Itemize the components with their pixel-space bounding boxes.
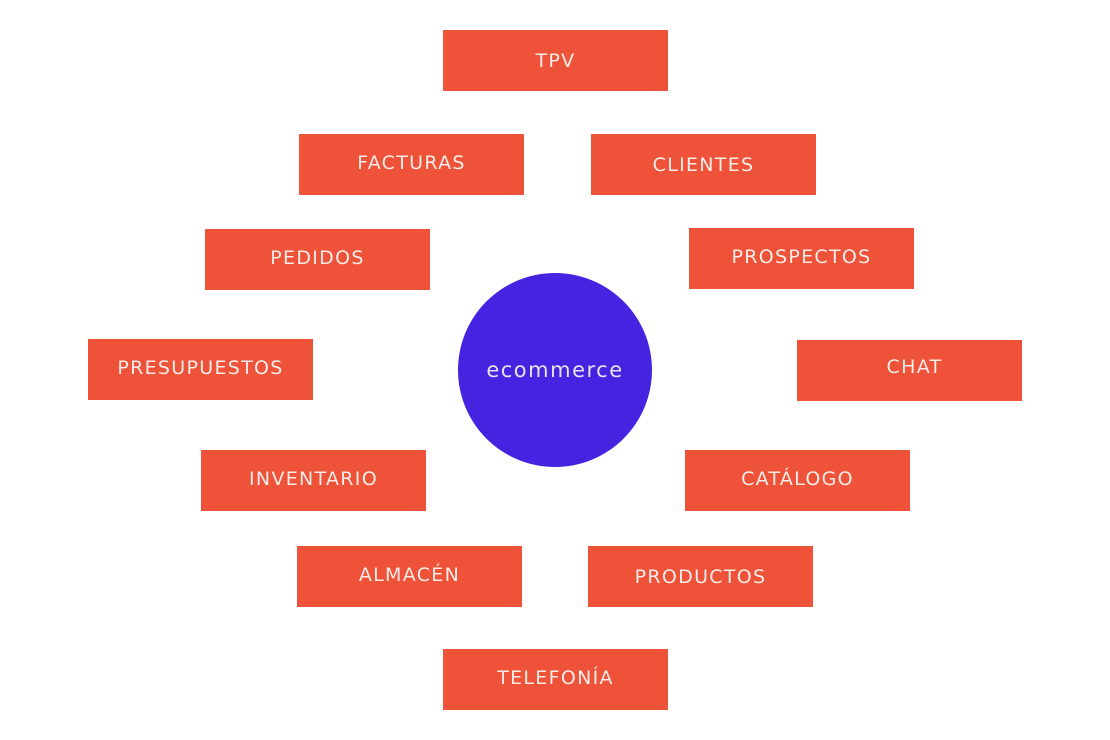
module-pedidos: PEDIDOS bbox=[205, 229, 430, 290]
hub-label: ecommerce bbox=[486, 358, 624, 382]
module-inventario: INVENTARIO bbox=[201, 450, 426, 511]
ecommerce-hub: ecommerce bbox=[458, 273, 652, 467]
module-prospectos: PROSPECTOS bbox=[689, 228, 914, 289]
module-telefonia: TELEFONÍA bbox=[443, 649, 668, 710]
module-almacen: ALMACÉN bbox=[297, 546, 522, 607]
module-tpv: TPV bbox=[443, 30, 668, 91]
module-catalogo: CATÁLOGO bbox=[685, 450, 910, 511]
module-productos: PRODUCTOS bbox=[588, 546, 813, 607]
module-chat: CHAT bbox=[797, 340, 1022, 401]
module-facturas: FACTURAS bbox=[299, 134, 524, 195]
module-presupuestos: PRESUPUESTOS bbox=[88, 339, 313, 400]
module-clientes: CLIENTES bbox=[591, 134, 816, 195]
